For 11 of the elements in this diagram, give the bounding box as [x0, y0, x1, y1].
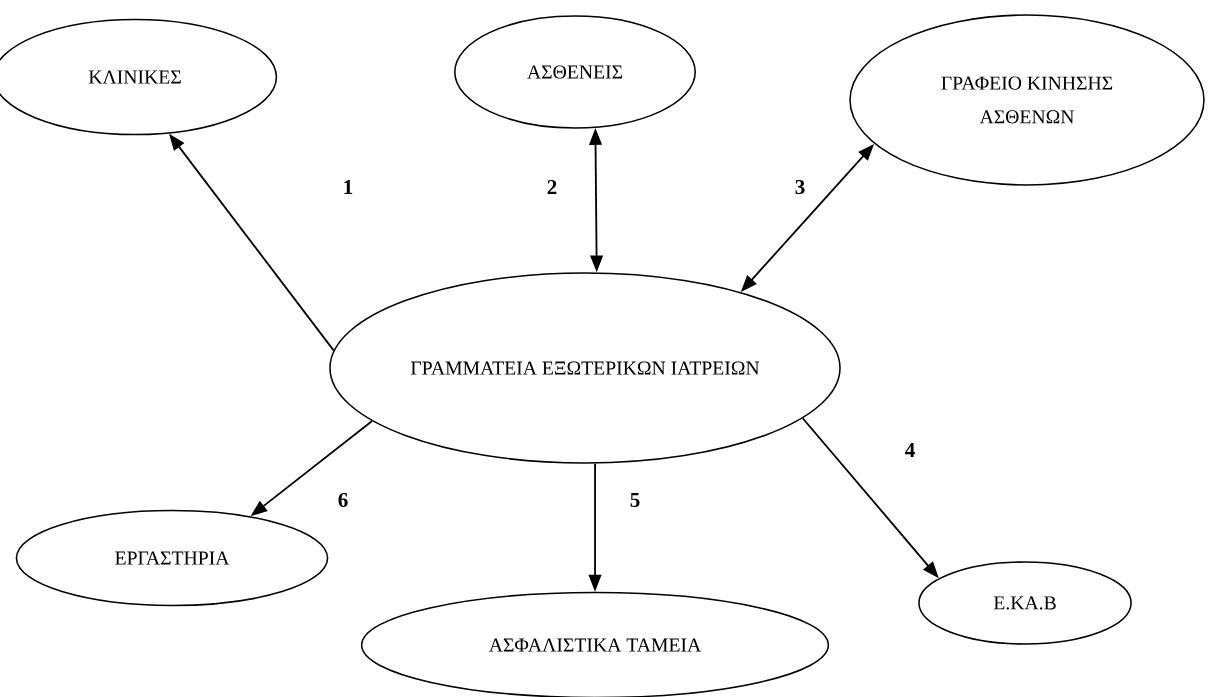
ellipse-node: ΑΣΘΕΝΕΙΣ	[454, 15, 696, 129]
ellipse-node: ΕΡΓΑΣΤΗΡΙΑ	[15, 509, 329, 607]
edge-label: 5	[630, 493, 640, 507]
ellipse-node: ΓΡΑΜΜΑΤΕΙΑ ΕΞΩΤΕΡΙΚΩΝ ΙΑΤΡΕΙΩΝ	[329, 272, 841, 464]
edge-label: 1	[344, 180, 353, 194]
edge-label: 4	[905, 443, 915, 457]
ellipse-node: Ε.ΚΑ.Β	[918, 561, 1132, 645]
edge-label: 2	[547, 180, 557, 194]
ellipse-node: ΓΡΑΦΕΙΟ ΚΙΝΗΣΗΣ ΑΣΘΕΝΩΝ	[849, 14, 1205, 186]
edge-label: 6	[338, 492, 348, 508]
edge-label: 3	[795, 179, 805, 195]
